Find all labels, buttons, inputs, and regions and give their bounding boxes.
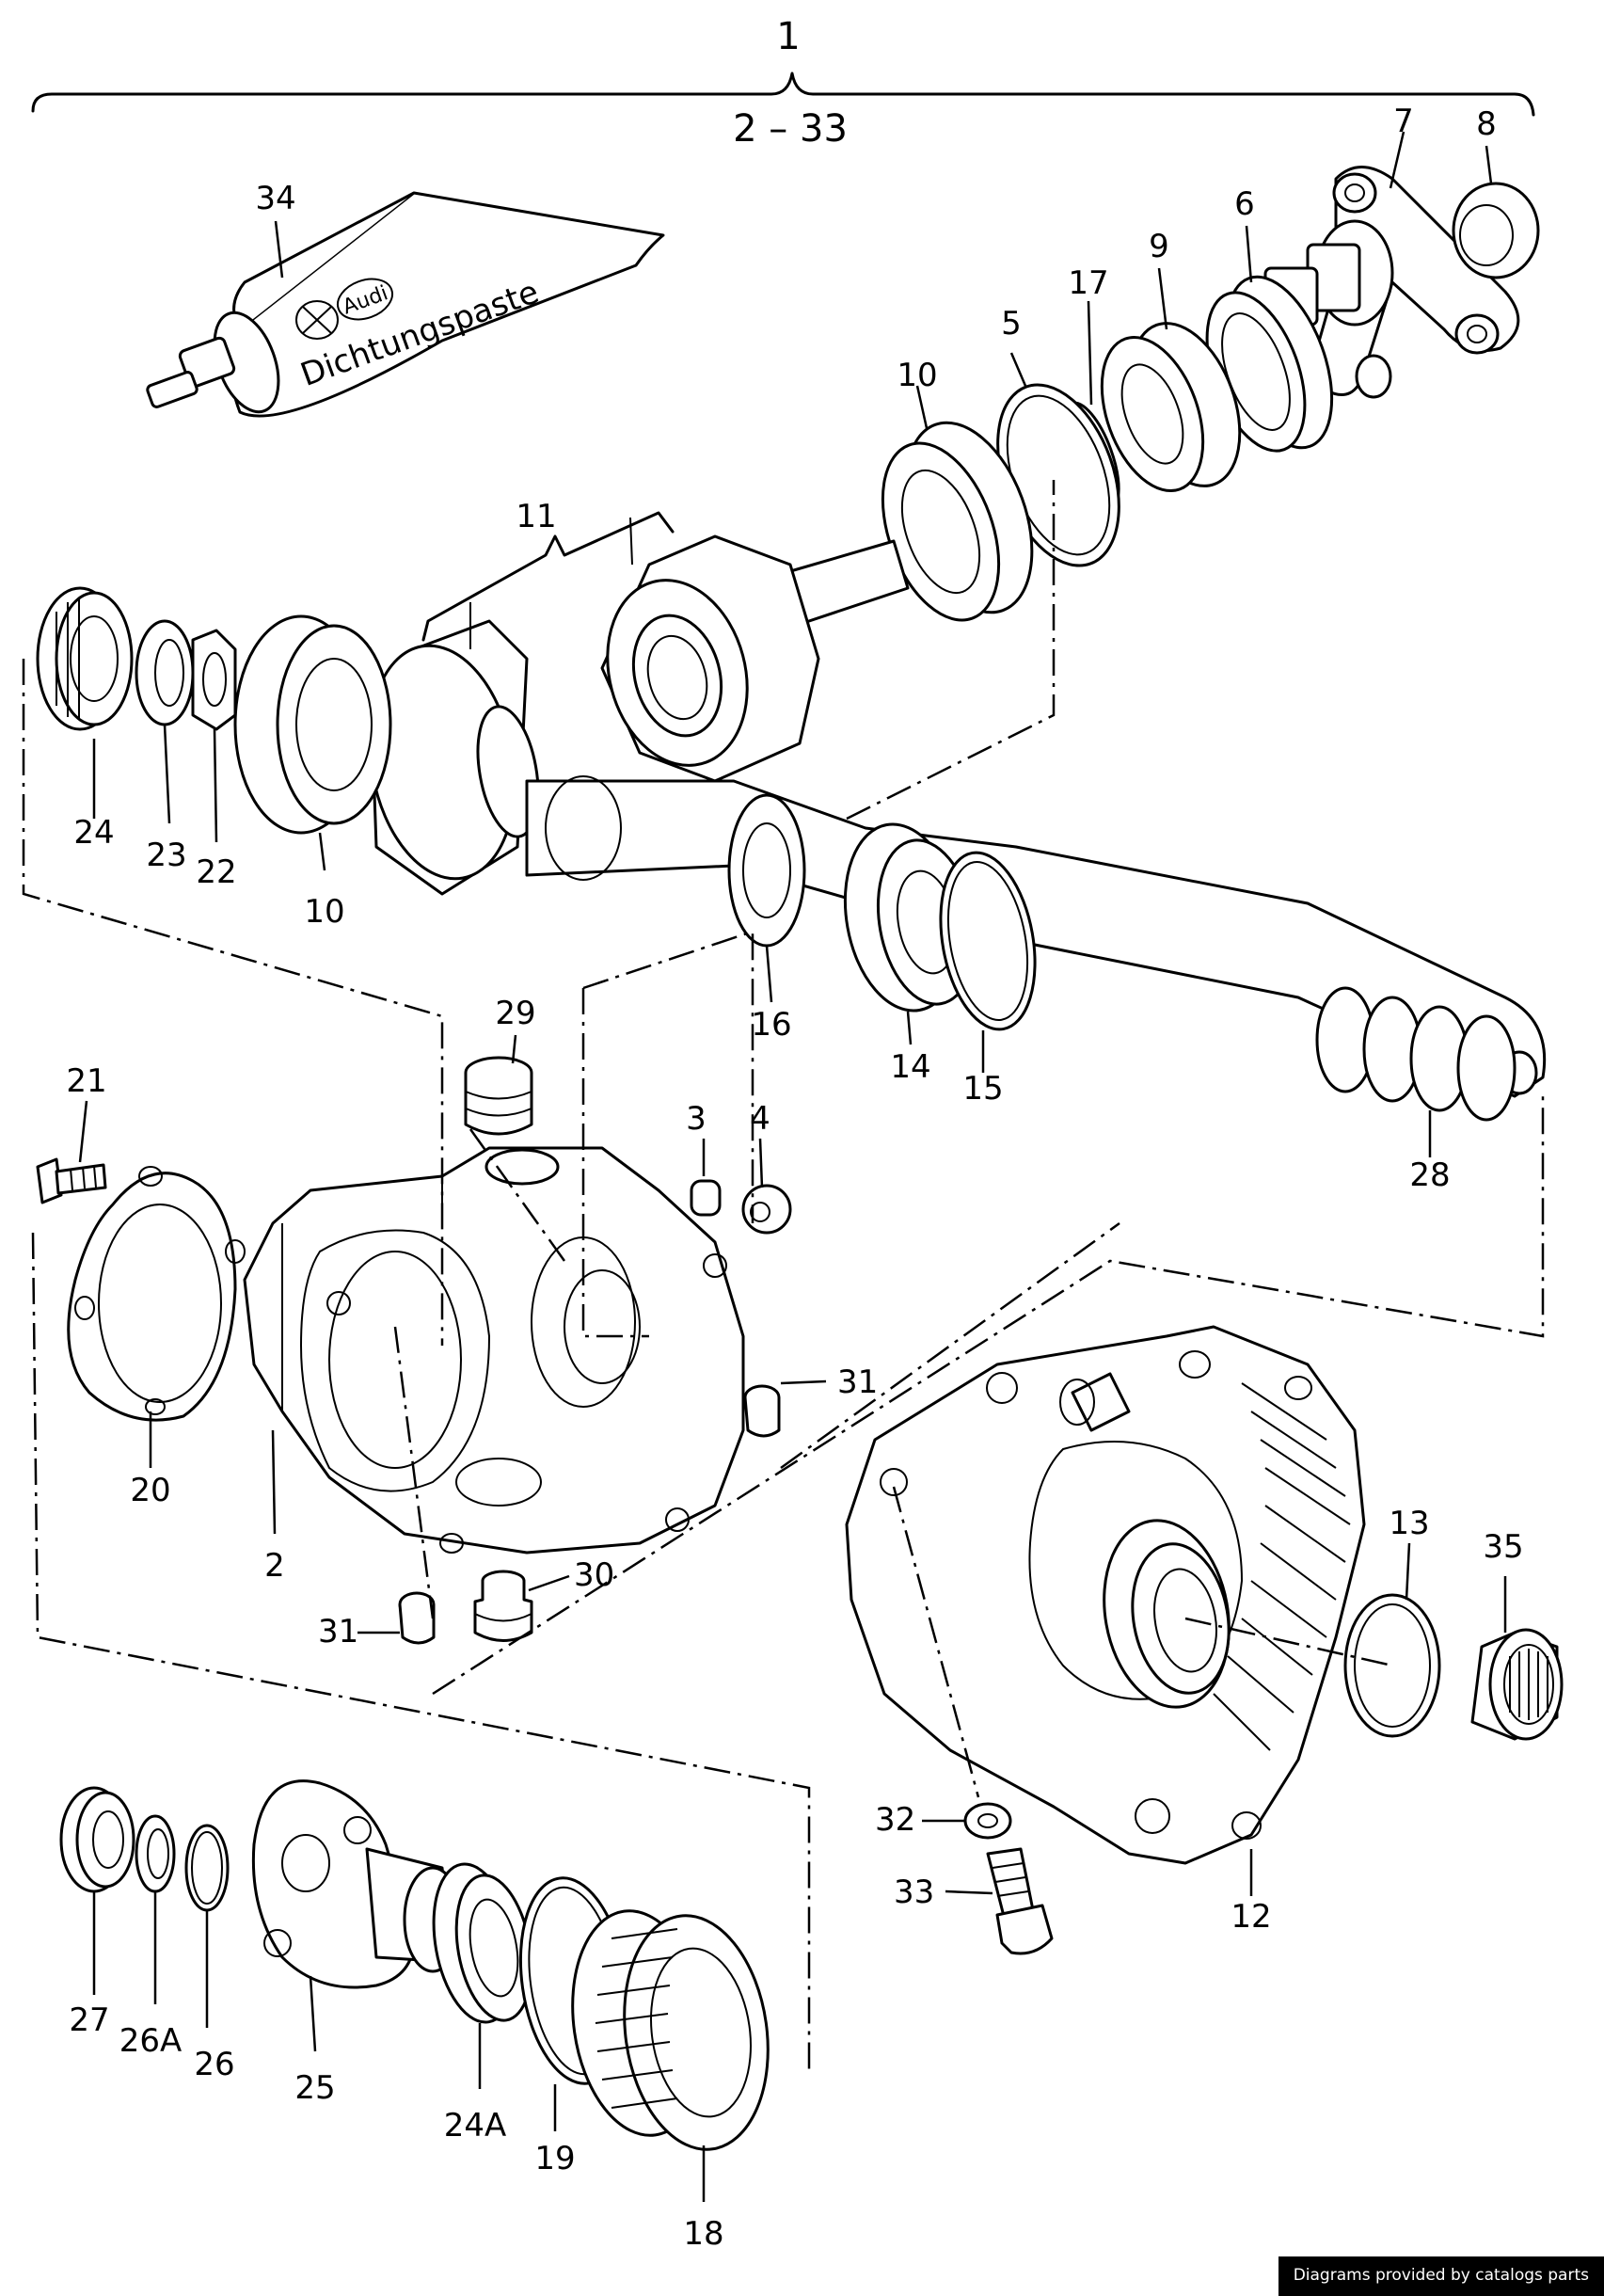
callout-19: 19	[534, 2140, 575, 2177]
part-6-bearing-race	[1205, 275, 1334, 453]
part-10-lower-bearing	[233, 614, 392, 835]
callout-32: 32	[875, 1801, 915, 1839]
part-8-nut	[1452, 182, 1540, 279]
bracket-11	[421, 511, 675, 649]
callout-7: 7	[1393, 103, 1414, 140]
callout-12: 12	[1231, 1898, 1271, 1936]
callout-16: 16	[751, 1006, 791, 1044]
callout-21: 21	[66, 1062, 106, 1100]
callout-28: 28	[1409, 1156, 1450, 1194]
assembly-bracket	[31, 72, 1535, 117]
callout-20: 20	[130, 1472, 170, 1509]
part-31-dowel-upper	[743, 1384, 781, 1438]
callout-3: 3	[686, 1100, 707, 1138]
callout-26: 26	[194, 2046, 234, 2083]
part-29-plug	[464, 1056, 533, 1136]
callout-6: 6	[1234, 185, 1255, 223]
callout-5: 5	[1001, 305, 1022, 343]
callout-10-lower: 10	[304, 893, 344, 931]
part-13-o-ring	[1343, 1593, 1441, 1738]
range-label: 2 – 33	[733, 107, 848, 151]
callout-24a: 24A	[444, 2107, 507, 2145]
callout-9: 9	[1149, 228, 1169, 265]
part-32-washer	[963, 1802, 1012, 1840]
part-25-flange	[251, 1779, 463, 1989]
callout-23: 23	[146, 837, 186, 874]
part-10-upper-bearing	[881, 421, 1034, 622]
callout-34: 34	[255, 180, 295, 217]
part-24a-bearing-race	[432, 1862, 533, 2024]
callout-2: 2	[264, 1547, 285, 1585]
part-27-seal	[59, 1786, 135, 1893]
callout-labels: 34 7 8 6 9 17 5 10 11 24 23 22 10 16 14 …	[66, 103, 1523, 2253]
part-31-dowel-lower	[398, 1591, 436, 1645]
part-23-ring	[135, 619, 195, 726]
part-35-needle-bearing	[1470, 1628, 1564, 1741]
part-21-screw	[36, 1157, 107, 1204]
part-3-pin	[690, 1179, 722, 1217]
part-26-ring	[184, 1824, 230, 1912]
part-26a-ring	[135, 1814, 176, 1893]
part-11-crown-gear	[600, 534, 820, 783]
callout-27: 27	[69, 2001, 109, 2039]
leader-lines	[78, 131, 1507, 2202]
callout-22: 22	[196, 853, 236, 891]
part-2-housing	[243, 1146, 745, 1555]
callout-33: 33	[894, 1873, 934, 1911]
callout-25: 25	[294, 2069, 335, 2107]
callout-30: 30	[574, 1556, 614, 1594]
part-20-gasket	[67, 1166, 246, 1422]
callout-10-upper: 10	[897, 357, 937, 394]
part-9-bearing	[1100, 322, 1242, 493]
part-16-sleeve	[727, 793, 806, 948]
part-15-circlip	[939, 851, 1037, 1031]
callout-29: 29	[495, 995, 535, 1032]
part-24-seal	[36, 586, 134, 731]
part-22-nut	[191, 629, 237, 731]
callout-15: 15	[962, 1070, 1003, 1108]
credit-banner: Diagrams provided by catalogs parts	[1278, 2256, 1604, 2296]
callout-31-lower: 31	[318, 1613, 358, 1650]
callout-14: 14	[890, 1048, 930, 1086]
callout-26a: 26A	[119, 2022, 183, 2060]
part-7-flange	[1263, 166, 1520, 399]
part-18-bearing	[571, 1909, 770, 2151]
part-12-gearbox-housing	[845, 1325, 1366, 1865]
part-4-bush	[741, 1184, 792, 1235]
callout-4: 4	[750, 1100, 770, 1138]
callout-24: 24	[73, 814, 114, 852]
assembly-label: 1	[776, 15, 800, 58]
part-28-spline-end	[1315, 986, 1517, 1122]
callout-18: 18	[683, 2215, 723, 2253]
part-30-plug	[473, 1570, 533, 1642]
callout-17: 17	[1068, 264, 1108, 302]
part-34-sealing-paste-tube: Audi Dichtungspaste	[146, 191, 665, 418]
part-33-bolt	[986, 1847, 1054, 1955]
callout-31-upper: 31	[837, 1363, 878, 1401]
alignment-lines	[22, 480, 1545, 2070]
callout-11: 11	[516, 498, 556, 535]
callout-35: 35	[1483, 1528, 1523, 1566]
callout-13: 13	[1389, 1505, 1429, 1542]
callout-8: 8	[1476, 105, 1497, 143]
